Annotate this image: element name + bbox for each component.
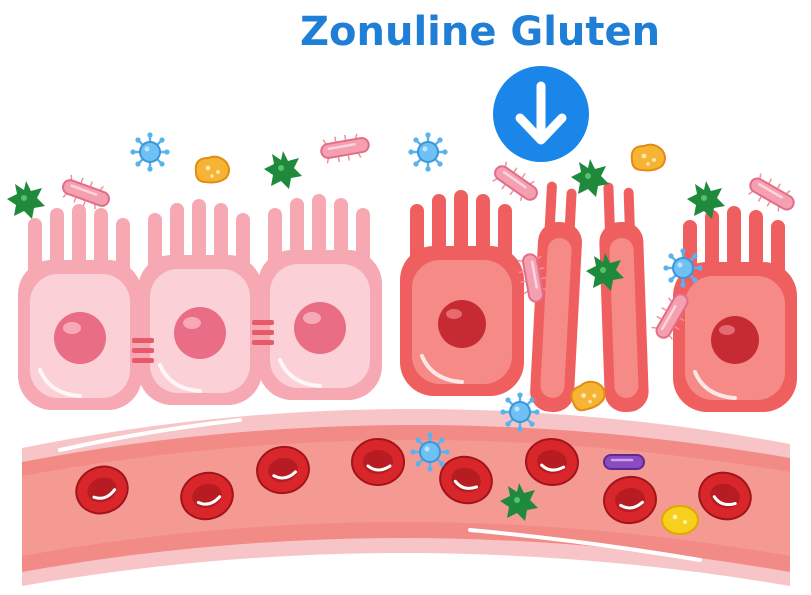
fungus-blob-icon (630, 143, 666, 172)
virus-icon (409, 431, 451, 473)
virus-icon (499, 391, 541, 433)
spiky-bacteria-icon (7, 181, 45, 219)
arrow-down-circle-icon (493, 66, 589, 162)
rod-bacteria-icon (487, 157, 545, 209)
rod-bacteria-icon (317, 129, 373, 167)
virus-icon (662, 247, 704, 289)
damaged-cell-icon (398, 188, 526, 398)
spiky-bacteria-icon (571, 159, 609, 197)
spiky-bacteria-icon (687, 181, 725, 219)
tight-junction-icon (132, 320, 274, 363)
diagram-title: Zonuline Gluten (300, 9, 661, 55)
virus-icon (407, 131, 449, 173)
virus-icon (129, 131, 171, 173)
damaged-cell-icon (597, 181, 650, 413)
damaged-cells (398, 181, 799, 414)
microbes (7, 129, 801, 535)
red-blood-cell-icon (350, 437, 406, 487)
rod-bacteria-icon (743, 169, 801, 219)
purple-bacteria-icon (603, 454, 645, 470)
spiky-bacteria-icon (264, 151, 302, 189)
fungus-blob-icon (194, 155, 230, 184)
healthy-cell-icon (136, 197, 264, 407)
healthy-cell-icon (256, 192, 384, 402)
yellow-blob-icon (661, 505, 699, 535)
healthy-cell-icon (16, 202, 144, 412)
healthy-cells (16, 192, 384, 412)
damaged-cell-icon (671, 204, 799, 414)
rod-bacteria-icon (57, 171, 115, 215)
blood-vessel (22, 408, 790, 586)
